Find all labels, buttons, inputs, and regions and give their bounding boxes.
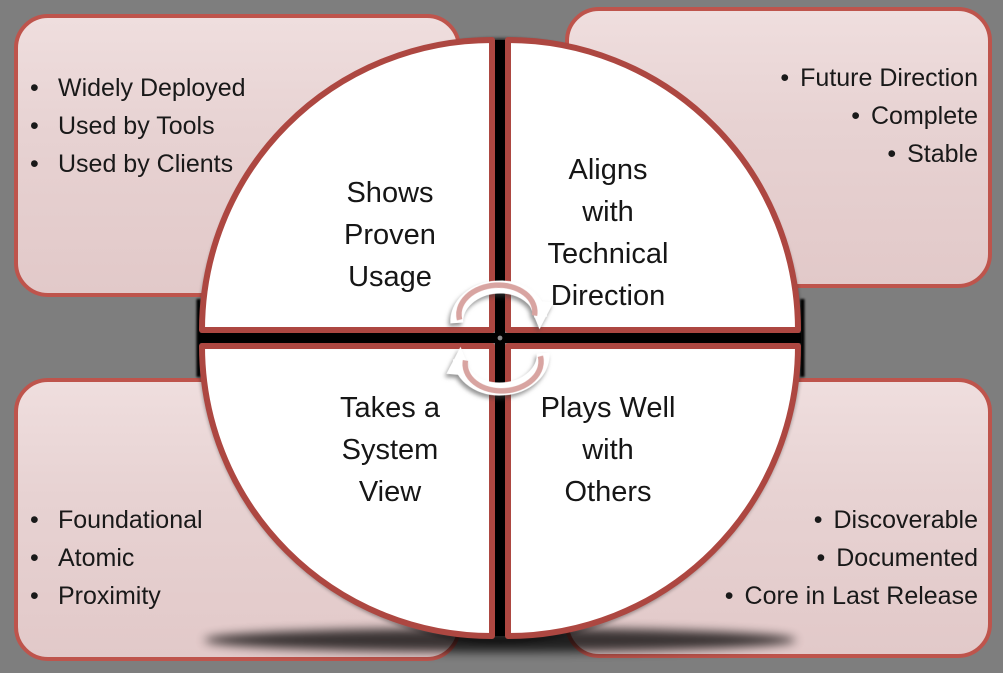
list-item-label: Discoverable xyxy=(833,506,978,534)
label-line: Usage xyxy=(348,261,432,293)
quadrant-label-top-right: Aligns with Technical Direction xyxy=(508,149,708,317)
bullet-icon: • xyxy=(30,544,39,572)
label-line: with xyxy=(582,434,634,466)
bullet-icon: • xyxy=(780,64,790,92)
list-item: • Used by Clients xyxy=(30,145,246,183)
list-item-label: Stable xyxy=(907,140,978,168)
bullet-list-top-left: • Widely Deployed • Used by Tools • Used by… xyxy=(30,69,246,183)
quadrant-shape-top-right xyxy=(505,37,801,333)
list-item-label: Documented xyxy=(836,544,978,572)
list-item: • Stable xyxy=(780,135,978,173)
list-item: • Proximity xyxy=(30,577,203,615)
bullet-list-bottom-right: •Discoverable •Documented •Core in Last … xyxy=(725,501,978,615)
label-line: Direction xyxy=(550,280,666,312)
list-item: • Discoverable xyxy=(725,501,978,539)
list-item-label: Foundational xyxy=(58,506,203,534)
bullet-icon: • xyxy=(30,150,39,178)
label-line: Proven xyxy=(344,219,436,251)
list-item: • Used by Tools xyxy=(30,107,246,145)
circle-right-shadow xyxy=(800,299,805,377)
label-line: Technical xyxy=(547,238,669,270)
list-item-label: Proximity xyxy=(58,582,161,610)
bullet-icon: • xyxy=(724,582,734,610)
bullet-icon: • xyxy=(30,506,39,534)
cycle-arrows-icon xyxy=(446,280,554,396)
cycle-arrow-bottom xyxy=(446,346,550,396)
quadrant-label-bottom-right: Plays Well with Others xyxy=(508,387,708,513)
quadrant-shape-bottom-left xyxy=(199,343,495,639)
quadrant-shape-top-left xyxy=(199,37,495,333)
label-line: Others xyxy=(564,476,652,508)
center-dot xyxy=(497,335,503,341)
bullet-icon: • xyxy=(30,74,39,102)
list-item: • Complete xyxy=(780,97,978,135)
bullet-icon: • xyxy=(30,112,39,140)
quadrant-shape-bottom-right xyxy=(505,343,801,639)
quadrant-label-bottom-left: Takes a System View xyxy=(290,387,490,513)
label-line: Aligns xyxy=(568,154,648,186)
bullet-icon: • xyxy=(816,544,826,572)
label-line: Shows xyxy=(346,177,434,209)
list-item-label: Complete xyxy=(871,102,978,130)
list-item-label: Widely Deployed xyxy=(58,74,246,102)
list-item: • Documented xyxy=(725,539,978,577)
list-item: • Core in Last Release xyxy=(725,577,978,615)
cycle-arrow-top xyxy=(450,280,554,330)
bullet-list-bottom-left: • Foundational • Atomic • Proximity xyxy=(30,501,203,615)
list-item-label: Used by Clients xyxy=(58,150,234,178)
label-line: Takes a xyxy=(340,392,440,424)
bullet-list-top-right: • Future Direction • Complete • Stable xyxy=(780,59,978,173)
list-item-label: Future Direction xyxy=(800,64,978,92)
bullet-icon: • xyxy=(813,506,823,534)
label-line: System xyxy=(341,434,439,466)
label-line: View xyxy=(358,476,422,508)
bullet-icon: • xyxy=(851,102,860,130)
quadrant-label-top-left: Shows Proven Usage xyxy=(290,172,490,298)
label-line: with xyxy=(582,196,634,228)
list-item: • Atomic xyxy=(30,539,203,577)
list-item-label: Core in Last Release xyxy=(744,582,978,610)
cycle-arrow-bottom-accent xyxy=(462,355,544,394)
label-line: Plays Well xyxy=(540,392,676,424)
list-item-label: Used by Tools xyxy=(58,112,215,140)
bullet-icon: • xyxy=(887,140,897,168)
list-item: • Future Direction xyxy=(780,59,978,97)
list-item: • Foundational xyxy=(30,501,203,539)
list-item-label: Atomic xyxy=(58,544,135,572)
cycle-arrow-top-accent xyxy=(456,282,538,321)
bullet-icon: • xyxy=(30,582,39,610)
list-item: • Widely Deployed xyxy=(30,69,246,107)
